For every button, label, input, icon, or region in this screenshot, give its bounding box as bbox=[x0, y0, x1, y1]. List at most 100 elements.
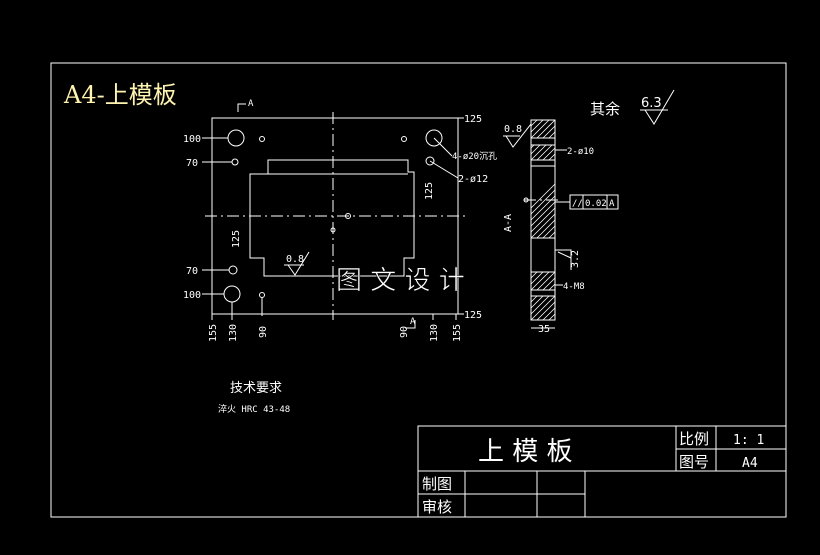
plan-view: A A 100 70 70 100 125 125 125 125 4-ø20沉… bbox=[183, 99, 497, 342]
section-label: A-A bbox=[503, 214, 514, 232]
dim-bottom-5: 130 bbox=[429, 324, 440, 342]
plan-roughness-value: 0.8 bbox=[286, 254, 304, 265]
drawing-no-label: 图号 bbox=[679, 453, 709, 471]
dim-bottom-6: 155 bbox=[452, 324, 463, 342]
center-mark bbox=[330, 227, 336, 233]
section-hatch-line bbox=[530, 295, 544, 309]
section-hatch-line bbox=[536, 271, 556, 291]
datum-dot bbox=[523, 197, 529, 203]
dim-vertical-left: 125 bbox=[231, 230, 242, 248]
cavity-profile bbox=[249, 159, 415, 277]
section-roughness-top: 0.8 bbox=[504, 124, 522, 135]
section-hatch-line bbox=[530, 213, 556, 239]
section-hatch-line bbox=[548, 131, 556, 139]
section-hatch-line bbox=[530, 271, 550, 291]
section-hatch-line bbox=[530, 295, 556, 321]
section-hatch-line bbox=[530, 119, 544, 133]
tech-requirements-content: 淬火 HRC 43-48 bbox=[218, 403, 290, 415]
plan-roughness-symbol bbox=[284, 251, 310, 276]
section-mark-bottom-label: A bbox=[410, 317, 416, 327]
section-hatch-line bbox=[530, 201, 556, 227]
section-hatch-line bbox=[530, 144, 541, 155]
center-hole bbox=[345, 213, 351, 219]
part-name: 上 模 板 bbox=[478, 437, 573, 467]
title-block: 上 模 板 比例 1: 1 图号 A4 制图 审核 bbox=[417, 425, 787, 518]
section-roughness-right-symbol bbox=[555, 249, 572, 270]
dim-left-3: 70 bbox=[186, 266, 198, 277]
hole-callout-20: 4-ø20沉孔 bbox=[452, 151, 497, 162]
roughness-note-label: 其余 bbox=[590, 100, 620, 118]
dim-right-top: 125 bbox=[464, 114, 482, 125]
section-hatch-line bbox=[542, 225, 556, 239]
small-hole-2 bbox=[401, 136, 407, 142]
scale-label: 比例 bbox=[679, 430, 709, 448]
guide-hole-top-right bbox=[425, 129, 443, 147]
pin-hole-left bbox=[228, 265, 238, 275]
dim-vertical-right: 125 bbox=[424, 182, 435, 200]
section-hatch-line bbox=[530, 207, 556, 233]
section-mark-bottom bbox=[405, 320, 416, 329]
dim-left-2: 70 bbox=[186, 158, 198, 169]
drawn-by-label: 制图 bbox=[422, 475, 452, 493]
guide-hole-top-left bbox=[227, 129, 245, 147]
dim-bottom-3: 90 bbox=[258, 326, 269, 338]
roughness-symbol bbox=[640, 89, 675, 125]
section-hatch-line bbox=[530, 271, 544, 285]
section-hatch-line bbox=[536, 301, 556, 321]
tech-requirements-title: 技术要求 bbox=[230, 381, 282, 396]
section-hatch-line bbox=[548, 313, 556, 321]
section-hatch-line bbox=[548, 153, 556, 161]
tolerance-datum: A bbox=[609, 199, 615, 209]
section-hatch-line bbox=[542, 147, 556, 161]
pin-hole-right bbox=[425, 156, 435, 166]
section-hatch-line bbox=[530, 271, 538, 279]
section-hatch-line bbox=[542, 307, 556, 321]
section-hatch-line bbox=[542, 125, 556, 139]
roughness-note: 其余 6.3 bbox=[590, 89, 675, 125]
section-hatch-line bbox=[542, 277, 556, 291]
section-hatch-line bbox=[530, 189, 556, 215]
hole-callout-12: 2-ø12 bbox=[458, 174, 488, 185]
dim-bottom-1: 155 bbox=[208, 324, 219, 342]
drawing-no-value: A4 bbox=[742, 456, 758, 471]
tolerance-frame bbox=[569, 194, 619, 210]
dim-right-bottom: 125 bbox=[464, 310, 482, 321]
section-hatch-line bbox=[530, 295, 538, 303]
section-hatch-line bbox=[536, 119, 556, 139]
section-hatch-line bbox=[530, 295, 550, 315]
roughness-note-value: 6.3 bbox=[641, 96, 662, 111]
watermark: 图 文 设 计 bbox=[336, 266, 465, 296]
scale-value: 1: 1 bbox=[733, 433, 764, 448]
dim-bottom-2: 130 bbox=[228, 324, 239, 342]
guide-hole-bottom-left bbox=[223, 285, 241, 303]
small-hole-3 bbox=[259, 292, 265, 298]
thickness-dim: 35 bbox=[538, 324, 550, 335]
tolerance-symbol: // bbox=[572, 199, 583, 209]
section-roughness-top-symbol bbox=[503, 123, 532, 148]
small-hole-1 bbox=[259, 136, 265, 142]
dim-left-4: 100 bbox=[183, 290, 201, 301]
leader-hole-12 bbox=[429, 160, 459, 179]
section-hatch-line bbox=[530, 183, 556, 209]
section-hatch-line bbox=[536, 144, 553, 161]
dim-bottom-4: 90 bbox=[399, 326, 410, 338]
section-hatch-line bbox=[548, 283, 556, 291]
section-roughness-right: 3.2 bbox=[570, 250, 581, 268]
tolerance-value: 0.02 bbox=[585, 199, 607, 209]
section-mark-top bbox=[237, 103, 246, 112]
section-hatch-line bbox=[530, 119, 538, 127]
section-hatch-line bbox=[530, 144, 535, 149]
section-hatch-line bbox=[548, 231, 556, 239]
section-mark-top-label: A bbox=[248, 99, 254, 109]
section-hatch-line bbox=[530, 144, 547, 161]
dim-left-1: 100 bbox=[183, 134, 201, 145]
small-hole-4 bbox=[231, 158, 239, 166]
section-hatch bbox=[530, 119, 556, 321]
leader-hole-20 bbox=[433, 137, 453, 157]
corner-title: A4-上模板 bbox=[63, 81, 177, 109]
section-view: A-A 0.8 2-ø10 // 0.02 A 3.2 4-M8 35 bbox=[503, 119, 619, 335]
section-hatch-line bbox=[530, 119, 550, 139]
hole-callout-10: 2-ø10 bbox=[567, 147, 594, 157]
thread-callout: 4-M8 bbox=[563, 282, 585, 292]
